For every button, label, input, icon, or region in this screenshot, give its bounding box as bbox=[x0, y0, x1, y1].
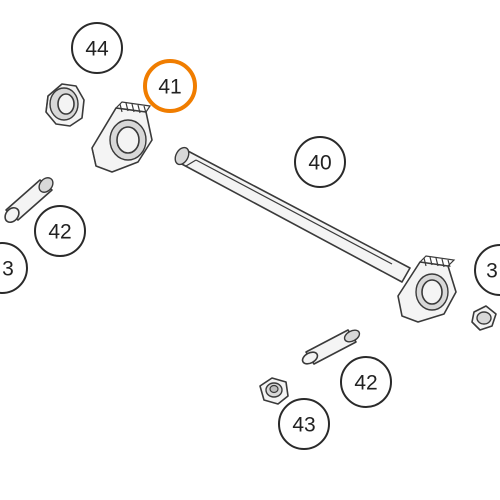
callout-41[interactable]: 41 bbox=[143, 59, 197, 113]
callout-39-label: 3 bbox=[486, 260, 498, 283]
callout-40[interactable]: 40 bbox=[294, 136, 346, 188]
callout-43-lower-label: 43 bbox=[292, 414, 315, 437]
part-42-pin-lower[interactable] bbox=[301, 328, 362, 366]
callout-43-lower[interactable]: 43 bbox=[278, 398, 330, 450]
callout-42-upper-label: 42 bbox=[48, 221, 71, 244]
part-39-chain-adjuster-right[interactable] bbox=[397, 255, 457, 323]
callout-42-upper[interactable]: 42 bbox=[34, 205, 86, 257]
part-40-axle[interactable] bbox=[172, 145, 411, 283]
part-43-nut-lower[interactable] bbox=[259, 377, 289, 405]
part-44-nut[interactable] bbox=[45, 83, 85, 127]
part-41-chain-adjuster[interactable] bbox=[91, 101, 153, 173]
callout-42-lower-label: 42 bbox=[354, 372, 377, 395]
callout-39-partial[interactable]: 3 bbox=[474, 244, 500, 296]
part-screw-right[interactable] bbox=[471, 305, 497, 331]
part-42-pin-upper[interactable] bbox=[2, 175, 55, 225]
callout-43-upper-label: 3 bbox=[2, 258, 14, 281]
callout-40-label: 40 bbox=[308, 152, 331, 175]
callout-43-upper-partial[interactable]: 3 bbox=[0, 242, 28, 294]
callout-44-label: 44 bbox=[85, 38, 109, 61]
callout-44[interactable]: 44 bbox=[71, 22, 123, 74]
callout-42-lower[interactable]: 42 bbox=[340, 356, 392, 408]
callout-41-label: 41 bbox=[158, 76, 181, 99]
